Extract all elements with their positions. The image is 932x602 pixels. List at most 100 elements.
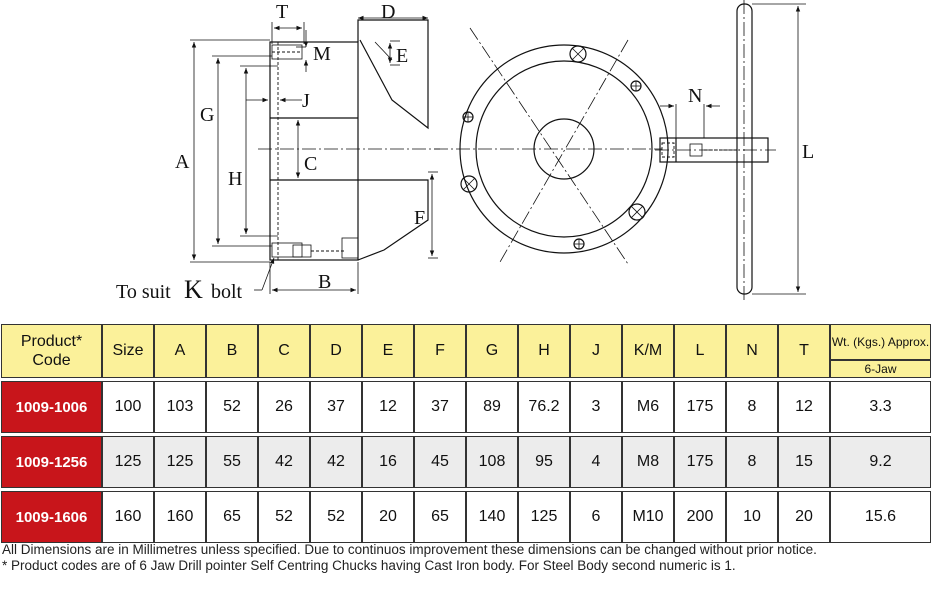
t-cell: 12 — [778, 381, 830, 433]
mounting-hole — [628, 203, 646, 221]
g-cell: 108 — [466, 436, 518, 488]
d-cell: 52 — [310, 491, 362, 543]
f-cell: 65 — [414, 491, 466, 543]
specification-table: Product* Code Size A B C D E F G H J K/M… — [1, 324, 931, 543]
header-product-code: Product* Code — [1, 324, 102, 378]
n-cell: 8 — [726, 436, 778, 488]
table-row: 1009-1256 125 125 55 42 42 16 45 108 95 … — [1, 436, 931, 488]
bolt-note-suffix: bolt — [211, 281, 243, 303]
bolt-marker — [462, 111, 474, 123]
km-cell: M6 — [622, 381, 674, 433]
e-cell: 20 — [362, 491, 414, 543]
label-d: D — [381, 1, 395, 23]
weight-cell: 9.2 — [830, 436, 931, 488]
d-cell: 42 — [310, 436, 362, 488]
j-cell: 3 — [570, 381, 622, 433]
label-l: L — [802, 141, 814, 163]
n-cell: 10 — [726, 491, 778, 543]
bolt-marker — [573, 238, 585, 250]
weight-cell: 15.6 — [830, 491, 931, 543]
h-cell: 76.2 — [518, 381, 570, 433]
bolt-note-prefix: To suit — [116, 281, 171, 303]
label-b: B — [318, 271, 331, 293]
l-cell: 175 — [674, 381, 726, 433]
front-view — [434, 27, 669, 265]
bolt-marker — [630, 80, 642, 92]
label-m: M — [313, 43, 331, 65]
product-code-cell: 1009-1006 — [1, 381, 102, 433]
km-cell: M10 — [622, 491, 674, 543]
label-h: H — [228, 168, 242, 190]
table-body: 1009-1006 100 103 52 26 37 12 37 89 76.2… — [1, 378, 931, 543]
header-l: L — [674, 324, 726, 378]
km-cell: M8 — [622, 436, 674, 488]
a-cell: 103 — [154, 381, 206, 433]
a-cell: 160 — [154, 491, 206, 543]
header-n: N — [726, 324, 778, 378]
header-size: Size — [102, 324, 154, 378]
e-cell: 12 — [362, 381, 414, 433]
e-cell: 16 — [362, 436, 414, 488]
label-e: E — [396, 45, 408, 67]
header-h: H — [518, 324, 570, 378]
header-d: D — [310, 324, 362, 378]
table-row: 1009-1006 100 103 52 26 37 12 37 89 76.2… — [1, 381, 931, 433]
a-cell: 125 — [154, 436, 206, 488]
b-cell: 65 — [206, 491, 258, 543]
header-weight-6-jaw: 6-Jaw — [830, 360, 931, 378]
table-header: Product* Code Size A B C D E F G H J K/M… — [1, 324, 931, 378]
footnotes: All Dimensions are in Millimetres unless… — [2, 542, 817, 574]
j-cell: 6 — [570, 491, 622, 543]
size-cell: 160 — [102, 491, 154, 543]
label-c: C — [304, 153, 317, 175]
mounting-hole — [569, 45, 587, 63]
h-cell: 125 — [518, 491, 570, 543]
c-cell: 52 — [258, 491, 310, 543]
label-a: A — [175, 151, 190, 173]
t-cell: 20 — [778, 491, 830, 543]
header-e: E — [362, 324, 414, 378]
f-cell: 45 — [414, 436, 466, 488]
header-weight: Wt. (Kgs.) Approx. — [830, 324, 931, 360]
h-cell: 95 — [518, 436, 570, 488]
b-cell: 52 — [206, 381, 258, 433]
header-km: K/M — [622, 324, 674, 378]
weight-cell: 3.3 — [830, 381, 931, 433]
label-t: T — [276, 1, 288, 23]
note-product-codes: * Product codes are of 6 Jaw Drill point… — [2, 558, 736, 573]
size-cell: 125 — [102, 436, 154, 488]
product-code-cell: 1009-1606 — [1, 491, 102, 543]
header-g: G — [466, 324, 518, 378]
product-code-cell: 1009-1256 — [1, 436, 102, 488]
header-j: J — [570, 324, 622, 378]
header-t: T — [778, 324, 830, 378]
technical-drawing: A G H J C T M D E — [116, 0, 814, 304]
c-cell: 26 — [258, 381, 310, 433]
side-section-view: A G H J C T M D E — [116, 1, 440, 304]
l-cell: 200 — [674, 491, 726, 543]
size-cell: 100 — [102, 381, 154, 433]
label-g: G — [200, 104, 214, 126]
d-cell: 37 — [310, 381, 362, 433]
mounting-hole — [460, 175, 478, 193]
n-cell: 8 — [726, 381, 778, 433]
bolt-note-letter: K — [184, 275, 203, 304]
f-cell: 37 — [414, 381, 466, 433]
table-row: 1009-1606 160 160 65 52 52 20 65 140 125… — [1, 491, 931, 543]
l-cell: 175 — [674, 436, 726, 488]
label-n: N — [688, 85, 702, 107]
g-cell: 140 — [466, 491, 518, 543]
header-f: F — [414, 324, 466, 378]
b-cell: 55 — [206, 436, 258, 488]
g-cell: 89 — [466, 381, 518, 433]
header-c: C — [258, 324, 310, 378]
j-cell: 4 — [570, 436, 622, 488]
note-dimensions: All Dimensions are in Millimetres unless… — [2, 542, 817, 557]
label-j: J — [302, 90, 310, 112]
header-a: A — [154, 324, 206, 378]
t-cell: 15 — [778, 436, 830, 488]
label-f: F — [414, 207, 425, 229]
chuck-key-view: N L — [655, 0, 814, 300]
c-cell: 42 — [258, 436, 310, 488]
header-b: B — [206, 324, 258, 378]
